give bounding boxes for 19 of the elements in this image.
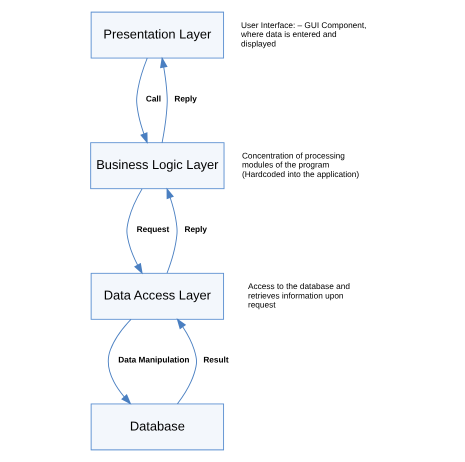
edge-label: Reply [174,94,196,104]
arrow [166,188,178,274]
edge-label: Reply [184,225,206,234]
node-box: Presentation Layer [90,12,224,59]
edge-label: Data Manipulation [118,356,189,365]
arrow [176,318,196,404]
edge-label: Call [145,94,161,104]
arrow [160,56,168,144]
edge-label: Request [136,225,169,234]
arrow [107,318,131,405]
node-box: Database [90,403,224,450]
edge-label: Result [202,356,228,365]
arrow [126,188,142,274]
node-label: Access to the database and retrieves information upon request [247,282,350,310]
arrow [136,58,148,144]
node-box: Data Access Layer [90,272,224,320]
node-label: Concentration of processing modules of the program (Hardcoded into the application) [241,152,359,179]
node-box: Business Logic Layer [90,142,224,190]
node-label: User Interface: – GUI Component, where data is entered and displayed [240,20,366,48]
